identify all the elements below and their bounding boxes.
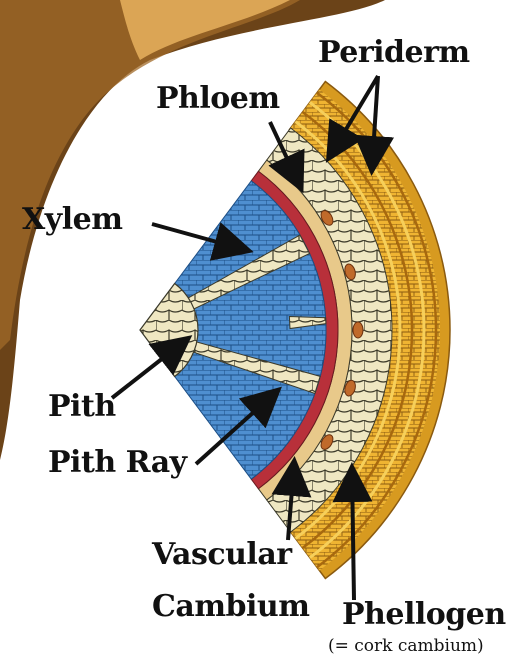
background-bark-glow	[120, 0, 290, 60]
phloem-cell-cluster	[353, 322, 363, 338]
stem-wedge	[140, 81, 450, 578]
label-pith: Pith	[48, 392, 116, 422]
label-xylem: Xylem	[22, 205, 122, 235]
label-phloem: Phloem	[156, 84, 280, 114]
label-phellogen-note: (= cork cambium)	[328, 636, 484, 656]
label-periderm: Periderm	[318, 38, 470, 68]
label-cambium: Cambium	[152, 592, 310, 622]
label-phellogen: Phellogen	[342, 600, 506, 630]
label-vascular: Vascular	[152, 540, 292, 570]
arrow-phellogen	[352, 470, 354, 600]
label-pith-ray: Pith Ray	[48, 448, 187, 478]
